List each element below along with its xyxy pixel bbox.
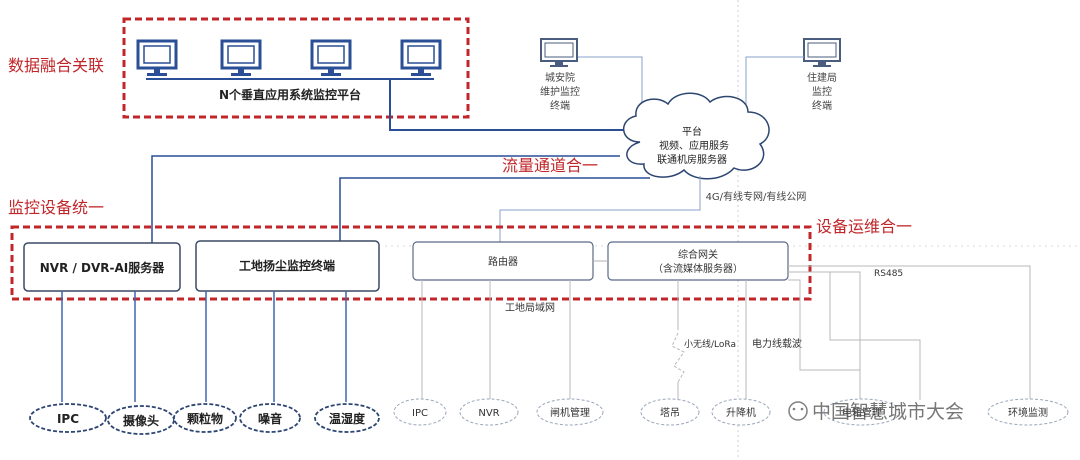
cloud-line1: 平台: [682, 125, 702, 138]
router-label: 路由器: [488, 255, 518, 268]
monitor-icon: [136, 39, 178, 78]
wireless-label: 小无线/LoRa: [684, 338, 736, 350]
nvr-server-label: NVR / DVR-AI服务器: [40, 260, 166, 275]
device-nvr2: NVR: [459, 398, 519, 426]
gateway-label-line2: （含流媒体服务器）: [653, 262, 743, 275]
fusion-dashed-box: [122, 17, 470, 119]
monitor-icon: [400, 39, 442, 78]
svg-text:IPC: IPC: [412, 408, 428, 419]
monitor-icon: [220, 39, 262, 78]
platform-cloud-link: [389, 79, 632, 131]
wireless-icon: [671, 332, 685, 383]
device-humidity: 温湿度: [314, 403, 380, 433]
urban-terminal-link: [578, 56, 643, 112]
svg-text:温湿度: 温湿度: [329, 411, 366, 426]
ops-label: 设备运维合一: [816, 217, 912, 236]
housing-terminal-link: [745, 56, 804, 112]
dust-terminal-box: [195, 240, 380, 292]
watermark: 中国智慧城市大会: [788, 401, 964, 423]
svg-text:闸机管理: 闸机管理: [550, 406, 590, 419]
urban-terminal-line3: 终端: [550, 99, 570, 112]
device-gate: 闸机管理: [536, 398, 604, 426]
device-noise: 噪音: [239, 403, 301, 433]
device-elevator: 升降机: [711, 398, 771, 426]
nvr-cloud-link: [151, 155, 620, 243]
svg-text:噪音: 噪音: [258, 411, 282, 426]
nvr-server-box: [23, 242, 181, 292]
svg-text:摄像头: 摄像头: [123, 413, 159, 428]
urban-terminal-line2: 维护监控: [540, 85, 580, 98]
device-ipc2: IPC: [393, 398, 447, 426]
device-camera: 摄像头: [107, 405, 175, 435]
gateway-label-line1: 综合网关: [678, 248, 718, 261]
traffic-label: 流量通道合一: [502, 156, 598, 175]
cloud-line2: 视频、应用服务: [659, 139, 729, 152]
router-cloud-link: [499, 176, 701, 243]
monitor-icon: [310, 39, 352, 78]
housing-terminal-line1: 住建局: [807, 71, 837, 84]
lan-label: 工地局域网: [505, 301, 555, 314]
svg-text:环境监测: 环境监测: [1008, 406, 1048, 419]
housing-terminal-line3: 终端: [812, 99, 832, 112]
dust-terminal-label: 工地扬尘监控终端: [239, 258, 335, 273]
rs485-link-b: [788, 271, 861, 400]
svg-text:升降机: 升降机: [726, 406, 756, 419]
network-label: 4G/有线专网/有线公网: [706, 190, 807, 203]
gateway-link-d: [788, 279, 860, 371]
svg-text:塔吊: 塔吊: [660, 406, 680, 419]
rs485-link-a: [788, 265, 1031, 400]
device-environment: 环境监测: [987, 398, 1069, 426]
platform-bar-label: N个垂直应用系统监控平台: [219, 87, 361, 102]
svg-text:NVR: NVR: [478, 408, 499, 419]
device-crane: 塔吊: [640, 398, 700, 426]
svg-text:电箱管理: 电箱管理: [842, 406, 882, 419]
cloud-line3: 联通机房服务器: [657, 153, 727, 166]
monitor-icon: [540, 38, 578, 68]
urban-terminal-line1: 城安院: [545, 71, 575, 84]
svg-text:IPC: IPC: [57, 412, 79, 426]
housing-terminal-line2: 监控: [812, 85, 832, 98]
svg-text:颗粒物: 颗粒物: [187, 411, 223, 426]
device-dashed-box: [10, 225, 812, 301]
dust-cloud-link: [339, 177, 650, 243]
fusion-label: 数据融合关联: [8, 56, 104, 75]
device-particulate: 颗粒物: [173, 403, 237, 433]
watermark-text: 中国智慧城市大会: [812, 401, 964, 423]
rs485-link-c: [829, 272, 921, 400]
device-power-box: 电箱管理: [823, 398, 901, 426]
device-label: 监控设备统一: [8, 198, 104, 217]
cloud-icon: [623, 92, 770, 180]
device-ipc: IPC: [29, 403, 107, 433]
powerline-label: 电力线载波: [752, 337, 802, 350]
rs485-label: RS485: [874, 269, 903, 279]
monitor-icon: [803, 38, 841, 68]
